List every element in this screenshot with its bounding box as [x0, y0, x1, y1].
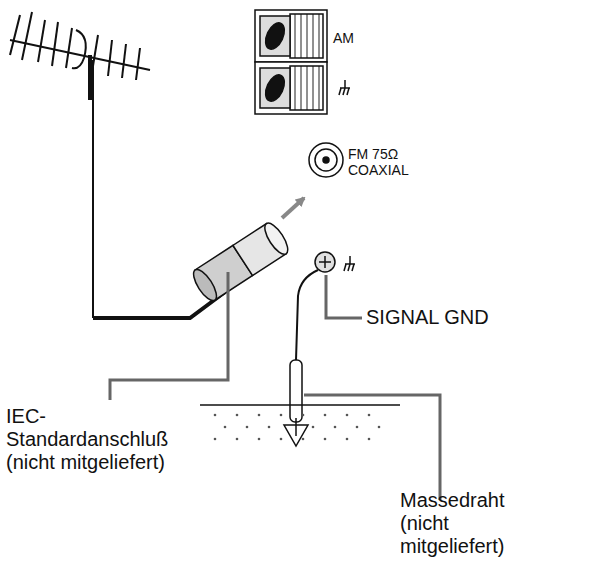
- terminal-label: FM 75Ω COAXIAL: [348, 146, 428, 178]
- soil-dot: [302, 438, 305, 441]
- soil-dot: [280, 414, 283, 417]
- soil-dot: [236, 414, 239, 417]
- soil-dot: [378, 426, 381, 429]
- soil-dot: [312, 426, 315, 429]
- soil-dot: [258, 414, 261, 417]
- ground-symbol: [339, 80, 350, 95]
- signal-name: SIGNAL GND: [366, 306, 489, 329]
- terminal-label: AM: [333, 30, 354, 46]
- ground-surface: [200, 404, 400, 406]
- ground-wire: [296, 270, 318, 360]
- terminal-block: [255, 10, 327, 114]
- soil-dot: [368, 438, 371, 441]
- soil-dot: [334, 426, 337, 429]
- soil-dot: [302, 414, 305, 417]
- soil-dot: [224, 426, 227, 429]
- soil-dot: [246, 426, 249, 429]
- ground-rod: [290, 360, 302, 422]
- soil-dot: [236, 438, 239, 441]
- soil-dot: [356, 426, 359, 429]
- soil-dot: [346, 438, 349, 441]
- insert-arrow: [282, 198, 304, 218]
- soil-dot: [258, 438, 261, 441]
- part-note: IEC-Standardanschluß (nicht mitgeliefert…: [6, 405, 168, 474]
- part-note: Massedraht (nicht mitgeliefert): [400, 489, 505, 558]
- soil-dot: [280, 438, 283, 441]
- soil-dot: [346, 414, 349, 417]
- soil-dot: [214, 438, 217, 441]
- yagi-antenna: [10, 12, 150, 318]
- soil-dot: [268, 426, 271, 429]
- soil-dot: [214, 414, 217, 417]
- ground-symbol: [344, 256, 355, 271]
- signal-gnd-terminal: [315, 252, 335, 272]
- soil-dot: [368, 414, 371, 417]
- fm-coax-jack: [309, 143, 343, 177]
- iec-plug: [189, 220, 292, 304]
- soil-dot: [324, 438, 327, 441]
- soil-dot: [324, 414, 327, 417]
